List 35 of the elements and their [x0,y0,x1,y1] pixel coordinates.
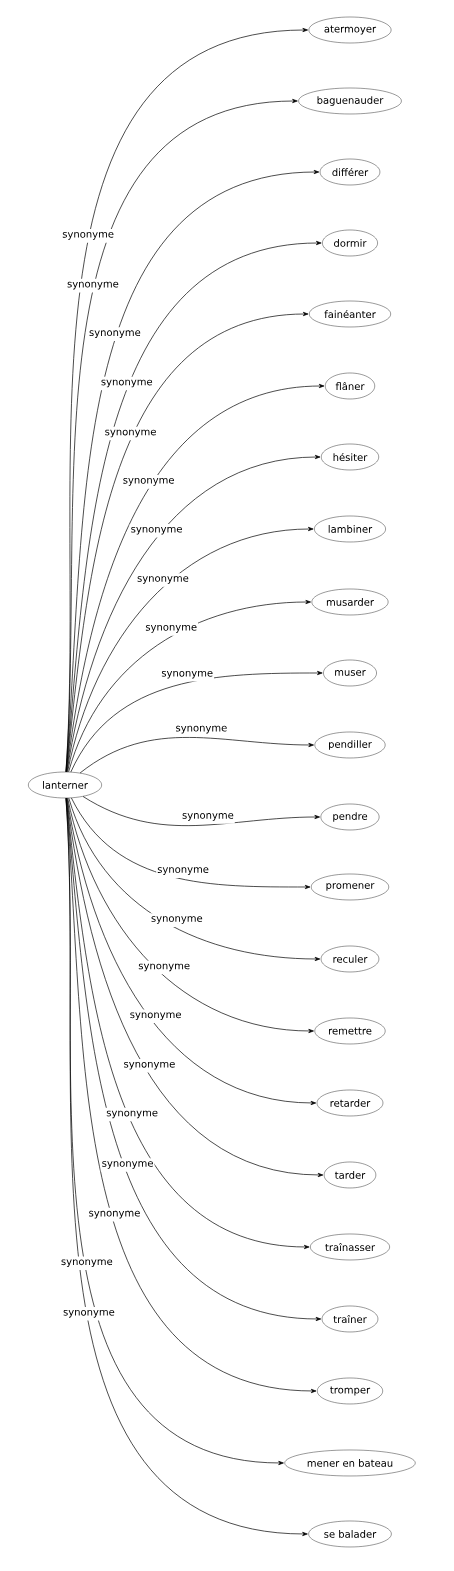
edge-label: synonyme [88,327,142,342]
arrow [70,670,323,773]
edge-label: synonyme [100,1158,155,1172]
arrow [65,797,308,1537]
edge-label: synonyme [121,475,176,489]
edge-label: synonyme [62,1306,116,1321]
edge-label: synonyme [137,960,192,975]
arrow [66,797,324,1178]
edge-label: synonyme [122,1058,177,1073]
edge-label: synonyme [128,1009,183,1024]
edge-label: synonyme [129,523,184,538]
arrow [68,797,321,962]
arrow [82,796,320,826]
edge-label: synonyme [87,1207,142,1222]
arrow [66,797,317,1106]
arrow [66,383,325,773]
edge-label: synonyme [59,1256,114,1271]
edge-label: synonyme [149,913,204,927]
edge-label: synonyme [66,278,120,293]
arrow [79,737,314,774]
edge-label: synonyme [61,229,115,243]
edge-label: synonyme [136,573,190,587]
edge-label: synonyme [144,622,199,636]
arrow [68,599,311,773]
edge-label: synonyme [99,376,154,391]
edge-label: synonyme [156,864,210,878]
edge-label: synonyme [174,722,229,737]
arrow [67,526,314,773]
edge-label: synonyme [105,1107,159,1122]
arrow [71,797,311,890]
arrow [66,454,321,773]
edge-label: synonyme [181,810,235,824]
arrow [67,797,314,1034]
edge-label: synonyme [160,667,215,682]
edge-label: synonyme [103,426,158,441]
